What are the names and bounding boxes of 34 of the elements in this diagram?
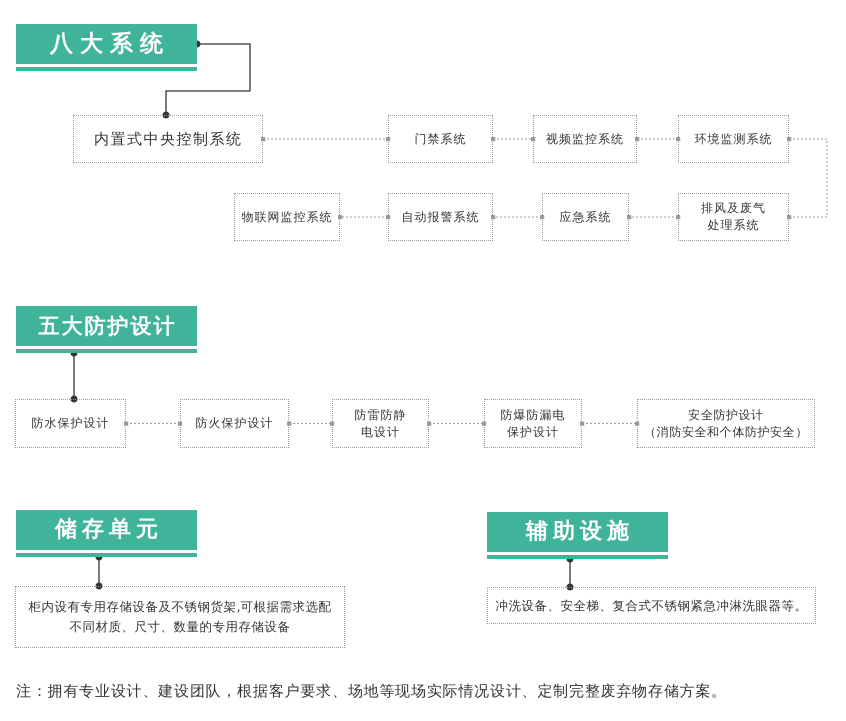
connector — [634, 136, 680, 142]
connector — [580, 421, 640, 426]
section-banner: 八大系统 — [16, 24, 197, 71]
item-box: 防雷防静电设计 — [332, 399, 429, 448]
item-box — [637, 399, 815, 448]
section-banner: 辅助设施 — [487, 512, 668, 559]
item-box: 门禁系统 — [388, 115, 493, 163]
section-banner: 五大防护设计 — [16, 306, 197, 353]
item-box: 防火保护设计 — [180, 399, 289, 448]
item-box: 防水保护设计 — [15, 399, 126, 448]
box-note: （消防安全和个体防护安全） — [644, 424, 808, 440]
connector — [260, 136, 390, 142]
connector — [786, 136, 828, 220]
connector — [426, 421, 486, 426]
connector — [626, 214, 680, 220]
item-box: 自动报警系统 — [388, 193, 493, 241]
item-box: 应急系统 — [542, 193, 629, 241]
item-box: 视频监控系统 — [533, 115, 637, 163]
item-box: 防爆防漏电保护设计 — [484, 399, 582, 448]
item-box: 内置式中央控制系统 — [73, 115, 263, 163]
connector — [490, 214, 544, 220]
description-box: 冲洗设备、安全梯、复合式不锈钢紧急冲淋洗眼器等。 — [487, 587, 816, 624]
item-box: 排风及废气处理系统 — [678, 193, 789, 241]
description-box: 柜内设有专用存储设备及不锈钢货架,可根据需求选配不同材质、尺寸、数量的专用存储设备 — [15, 586, 345, 648]
connector — [338, 214, 390, 220]
connector — [490, 136, 536, 142]
box-title: 安全防护设计 — [688, 406, 764, 424]
connector — [286, 421, 334, 426]
item-box: 物联网监控系统 — [234, 193, 340, 241]
note-text: 注：拥有专业设计、建设团队，根据客户要求、场地等现场实际情况设计、定制完整废弃物存储方案。 — [16, 682, 727, 701]
section-banner: 储存单元 — [16, 510, 197, 557]
item-box: 环境监测系统 — [678, 115, 789, 163]
connector — [162, 40, 251, 118]
connector — [124, 421, 182, 426]
